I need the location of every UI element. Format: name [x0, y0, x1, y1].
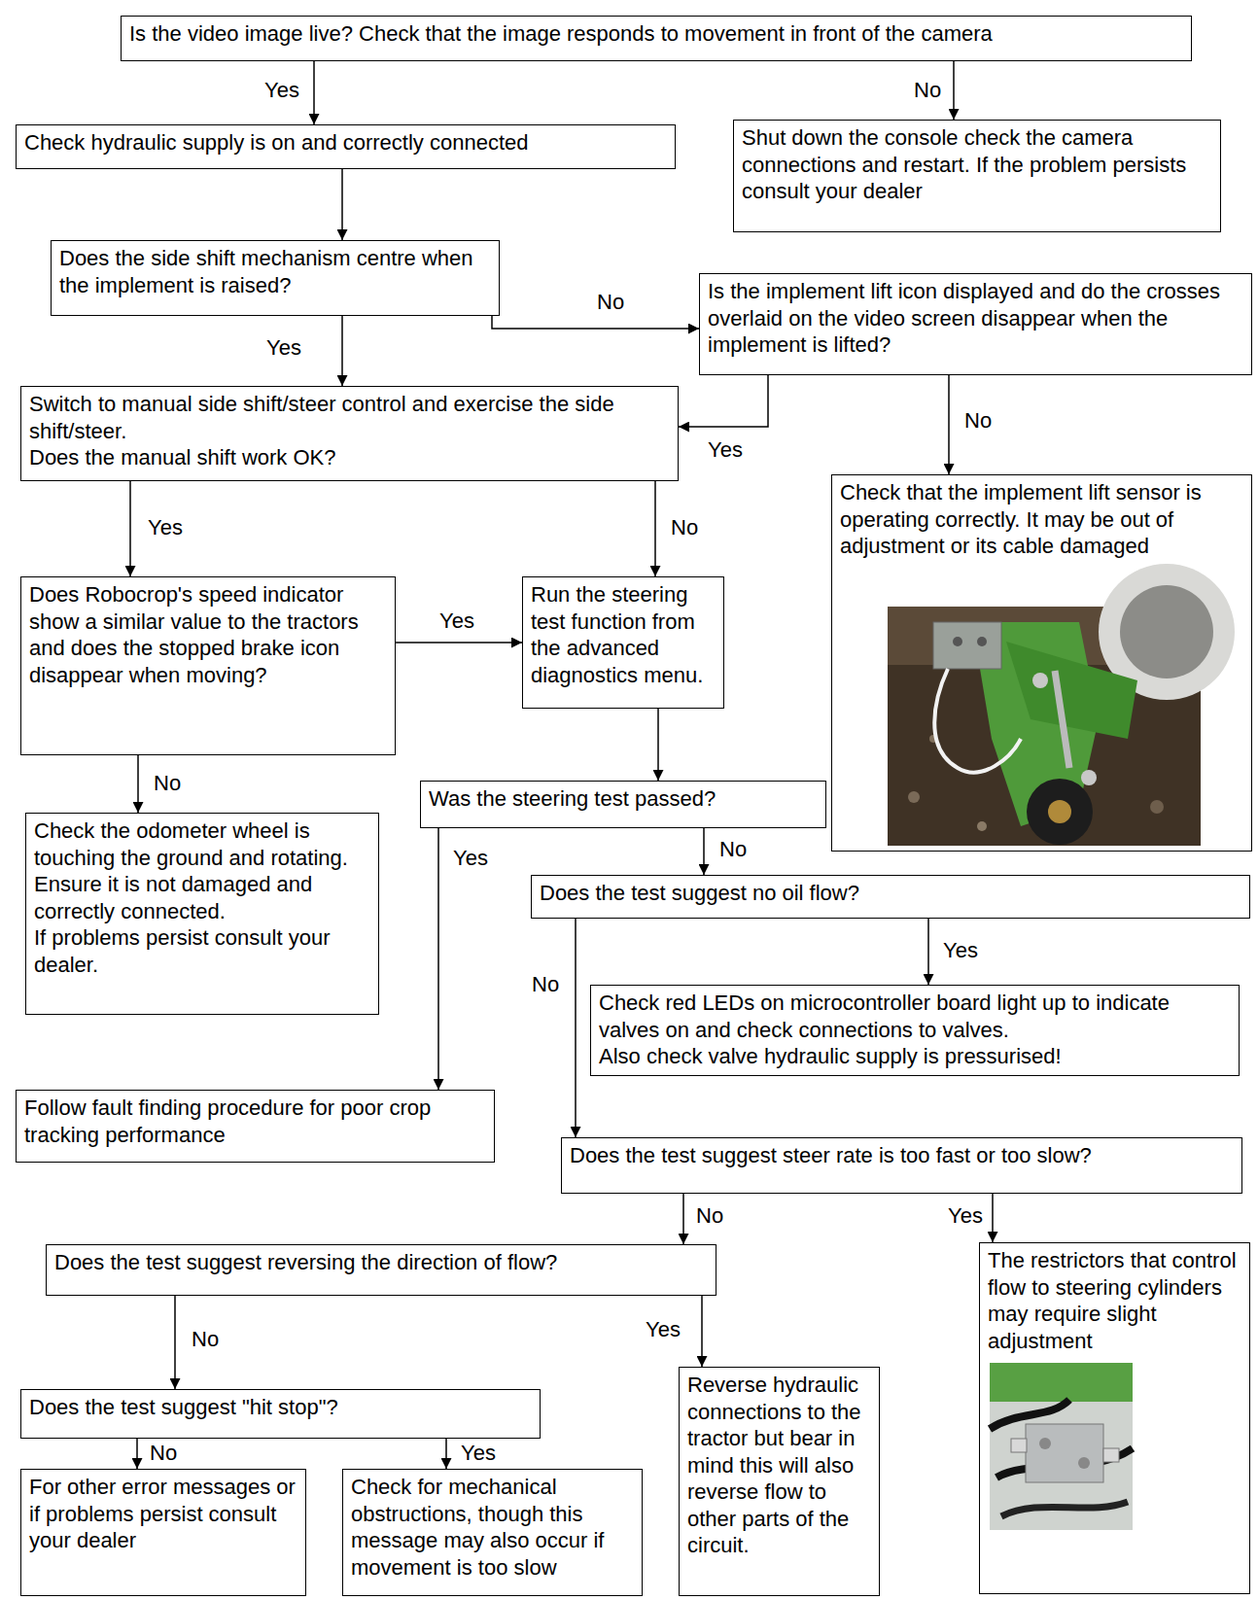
node-text: Follow fault finding procedure for poor …: [24, 1094, 487, 1149]
connector-arrow: [678, 375, 769, 427]
edge-label: No: [694, 1203, 726, 1229]
connector-arrow: [445, 1438, 448, 1469]
connector-arrow: [700, 1295, 703, 1367]
edge-label: No: [147, 1440, 179, 1467]
edge-label: No: [911, 77, 944, 104]
node-text: Does the side shift mechanism centre whe…: [59, 244, 491, 299]
edge-label: Yes: [145, 515, 185, 541]
edge-label: Yes: [264, 335, 304, 361]
decision-box: Does the test suggest reversing the dire…: [45, 1244, 717, 1296]
connector-arrow: [341, 169, 344, 241]
edge-label: Yes: [262, 77, 302, 104]
connector-arrow: [313, 61, 315, 125]
node-text: Is the video image live? Check that the …: [129, 20, 1184, 48]
connector-arrow: [702, 828, 705, 875]
process-box: Check hydraulic supply is on and correct…: [15, 124, 676, 170]
decision-box: Does the side shift mechanism centre whe…: [50, 240, 500, 316]
connector-arrow: [574, 918, 577, 1138]
edge-label: Yes: [437, 608, 477, 634]
edge-label: Yes: [705, 437, 745, 463]
process-box: Check red LEDs on microcontroller board …: [590, 984, 1240, 1077]
edge-label: Yes: [643, 1317, 683, 1343]
node-text: Does the test suggest no oil flow?: [539, 879, 1242, 908]
connector-arrow: [395, 641, 523, 644]
node-text: Reverse hydraulic connections to the tra…: [687, 1371, 872, 1560]
node-text: Does the manual shift work OK?: [29, 444, 670, 472]
decision-box: Was the steering test passed?: [419, 780, 827, 829]
decision-box: Does the test suggest no oil flow?: [530, 874, 1251, 919]
connector-arrow: [491, 315, 699, 329]
decision-box: Is the implement lift icon displayed and…: [698, 273, 1253, 376]
connector-arrow: [682, 1193, 685, 1245]
connector-arrow: [927, 918, 930, 985]
process-box: Reverse hydraulic connections to the tra…: [678, 1366, 880, 1597]
node-text: Run the steering test function from the …: [530, 581, 716, 689]
connector-arrow: [174, 1295, 176, 1390]
connector-arrow: [654, 481, 657, 577]
edge-label: No: [668, 515, 700, 541]
connector-arrow: [341, 315, 344, 386]
edge-label: Yes: [941, 938, 980, 964]
node-text: For other error messages or if problems …: [29, 1473, 298, 1555]
connector-arrow: [947, 375, 950, 475]
process-box: For other error messages or if problems …: [20, 1468, 307, 1597]
node-text: Shut down the console check the camera c…: [741, 124, 1213, 206]
decision-box: Does the test suggest steer rate is too …: [560, 1137, 1243, 1194]
process-box: Follow fault finding procedure for poor …: [15, 1089, 495, 1163]
process-box: Check for mechanical obstructions, thoug…: [342, 1468, 643, 1597]
decision-box: Does Robocrop's speed indicator show a s…: [20, 576, 396, 756]
connector-arrow: [137, 755, 140, 813]
decision-box: Switch to manual side shift/steer contro…: [20, 385, 679, 482]
edge-label: Yes: [451, 845, 490, 872]
connector-arrow: [952, 61, 955, 120]
node-text: Was the steering test passed?: [428, 785, 818, 813]
edge-label: No: [529, 972, 561, 998]
connector-arrow: [129, 481, 132, 577]
edge-label: No: [189, 1327, 221, 1353]
decision-box: Does the test suggest "hit stop"?: [20, 1389, 541, 1439]
node-text: Check that the implement lift sensor is …: [839, 479, 1244, 560]
node-text: Also check valve hydraulic supply is pre…: [598, 1043, 1231, 1071]
process-box: Check the odometer wheel is touching the…: [25, 812, 380, 1015]
node-text: Does the test suggest steer rate is too …: [569, 1142, 1234, 1170]
edge-label: Yes: [945, 1203, 985, 1229]
node-text: Does the test suggest "hit stop"?: [29, 1394, 532, 1422]
restrictor-photo: [989, 1362, 1133, 1531]
decision-box: Is the video image live? Check that the …: [120, 15, 1192, 62]
node-text: Does Robocrop's speed indicator show a s…: [29, 581, 387, 689]
connector-arrow: [136, 1438, 139, 1469]
edge-label: No: [151, 770, 183, 797]
edge-label: No: [717, 837, 749, 863]
node-text: The restrictors that control flow to ste…: [987, 1247, 1242, 1355]
node-text: Check the odometer wheel is touching the…: [34, 817, 371, 925]
node-text: Switch to manual side shift/steer contro…: [29, 390, 670, 445]
process-box: The restrictors that control flow to ste…: [978, 1242, 1251, 1595]
connector-arrow: [657, 708, 660, 781]
process-box: Check that the implement lift sensor is …: [831, 474, 1253, 852]
edge-label: Yes: [458, 1440, 498, 1467]
node-text: Check for mechanical obstructions, thoug…: [350, 1473, 634, 1581]
node-text: Check red LEDs on microcontroller board …: [598, 989, 1231, 1044]
node-text: If problems persist consult your dealer.: [34, 924, 371, 979]
node-text: Check hydraulic supply is on and correct…: [24, 129, 667, 157]
edge-label: No: [962, 408, 994, 434]
node-text: Is the implement lift icon displayed and…: [707, 278, 1244, 359]
process-box: Run the steering test function from the …: [522, 576, 725, 709]
lift-sensor-photo: [887, 563, 1235, 846]
connector-arrow: [991, 1193, 994, 1243]
process-box: Shut down the console check the camera c…: [733, 119, 1222, 233]
connector-arrow: [437, 828, 440, 1090]
edge-label: No: [594, 289, 627, 315]
node-text: Does the test suggest reversing the dire…: [54, 1249, 708, 1277]
